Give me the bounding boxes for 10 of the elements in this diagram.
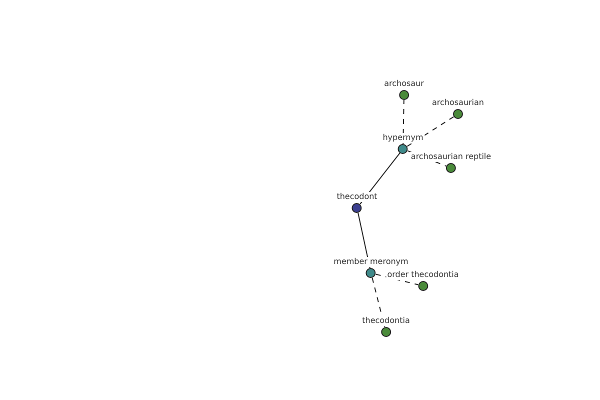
dashed-connector [402,100,404,144]
dashed-connector [375,274,419,286]
node-label: archosaurian [431,98,485,108]
node-label: thecodont [336,192,378,202]
node-label: hypernym [382,133,424,143]
node-label: thecodontia [361,316,411,326]
node-label: archosaur [383,79,425,89]
node-label: member meronym [332,257,410,267]
node-label: order thecodontia [386,270,460,280]
node-label: archosaurian reptile [410,152,492,162]
